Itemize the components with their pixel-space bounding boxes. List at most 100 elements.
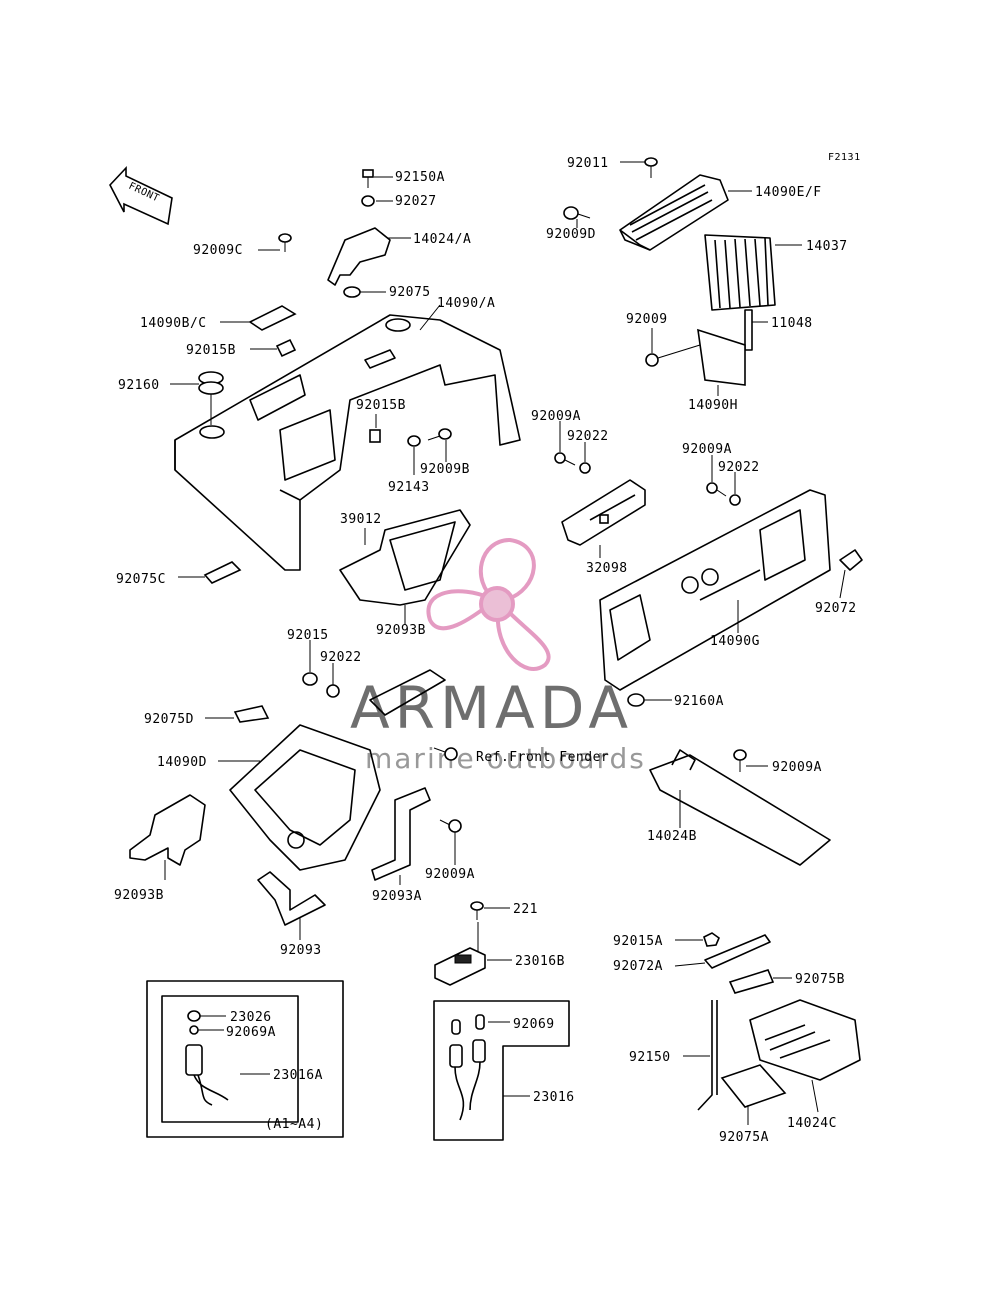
label-92160: 92160 bbox=[118, 378, 160, 393]
battery-case-14024C bbox=[749, 999, 861, 1081]
bracket-14024B bbox=[649, 749, 831, 866]
collar-92143-icon bbox=[407, 435, 421, 447]
label-14090A: 14090/A bbox=[437, 296, 495, 311]
nut-92015A-icon bbox=[703, 932, 720, 947]
label-11048: 11048 bbox=[771, 316, 813, 331]
bracket-upper-right bbox=[369, 669, 446, 716]
strap-92072A bbox=[704, 934, 771, 969]
label-221: 221 bbox=[513, 902, 538, 917]
label-92009A-d: 92009A bbox=[772, 760, 822, 775]
label-92143: 92143 bbox=[388, 480, 430, 495]
bracket-92093B bbox=[129, 794, 206, 866]
screw-92009A-d-icon bbox=[733, 749, 747, 772]
label-92072: 92072 bbox=[815, 601, 857, 616]
label-92022-a: 92022 bbox=[567, 429, 609, 444]
label-14090BC: 14090B/C bbox=[140, 316, 207, 331]
label-92009A-b: 92009A bbox=[682, 442, 732, 457]
bracket-92093A bbox=[371, 787, 431, 881]
switch-23016B bbox=[434, 947, 486, 986]
label-92009B: 92009B bbox=[420, 462, 470, 477]
label-92015A: 92015A bbox=[613, 934, 663, 949]
label-92022-c: 92022 bbox=[320, 650, 362, 665]
screw-92009A-b-icon bbox=[706, 482, 727, 497]
inset-inner-23016A bbox=[161, 995, 299, 1123]
label-92009A-a: 92009A bbox=[531, 409, 581, 424]
label-14024C: 14024C bbox=[787, 1116, 837, 1131]
grommet-92160A-icon bbox=[627, 693, 645, 707]
label-14090D: 14090D bbox=[157, 755, 207, 770]
screw-92009A-a-icon bbox=[554, 452, 576, 466]
label-92160A: 92160A bbox=[674, 694, 724, 709]
bolt-92150A-icon bbox=[362, 169, 374, 188]
label-92022-b: 92022 bbox=[718, 460, 760, 475]
label-92093: 92093 bbox=[280, 943, 322, 958]
bracket-14024A bbox=[327, 227, 391, 286]
label-92069: 92069 bbox=[513, 1017, 555, 1032]
label-92015B: 92015B bbox=[186, 343, 236, 358]
label-92075B: 92075B bbox=[795, 972, 845, 987]
label-23016B: 23016B bbox=[515, 954, 565, 969]
front-cover-14090A bbox=[174, 314, 521, 571]
label-ref-front-fender: Ref.Front Fender bbox=[476, 750, 609, 765]
label-92009D: 92009D bbox=[546, 227, 596, 242]
screw-221-icon bbox=[470, 901, 484, 920]
label-14024B: 14024B bbox=[647, 829, 697, 844]
clip-92015B-b-icon bbox=[369, 429, 381, 443]
label-92011: 92011 bbox=[567, 156, 609, 171]
plate-92075C bbox=[203, 561, 242, 584]
washer-92022-b-icon bbox=[729, 494, 741, 506]
screw-92009-icon bbox=[645, 344, 701, 367]
washer-92022-a-icon bbox=[579, 462, 591, 474]
screw-ref-icon bbox=[433, 747, 458, 761]
label-14037: 14037 bbox=[806, 239, 848, 254]
watermark-tagline: marine outboards bbox=[365, 742, 646, 775]
label-23016A: 23016A bbox=[273, 1068, 323, 1083]
cover-14090D bbox=[229, 724, 381, 871]
propeller-logo-icon bbox=[426, 537, 551, 671]
label-23026: 23026 bbox=[230, 1010, 272, 1025]
nut-92075-icon bbox=[343, 286, 361, 298]
label-92150: 92150 bbox=[629, 1050, 671, 1065]
watermark-brand: ARMADA bbox=[350, 674, 633, 742]
switch-23016 bbox=[449, 1014, 486, 1121]
nut-92015-icon bbox=[302, 672, 318, 686]
plate-92075B bbox=[728, 969, 775, 994]
label-92009: 92009 bbox=[626, 312, 668, 327]
plate-14090BC bbox=[248, 305, 297, 331]
cover-14090EF bbox=[619, 174, 729, 251]
label-a1-a4: (A1~A4) bbox=[265, 1117, 323, 1132]
front-direction-arrow: FRONT bbox=[109, 165, 173, 226]
screw-92009B-icon bbox=[427, 428, 452, 441]
clip-92015B-icon bbox=[275, 338, 297, 358]
strip-11048 bbox=[744, 309, 753, 351]
clamp-92072-icon bbox=[839, 549, 863, 571]
inset-box-23016 bbox=[433, 1000, 570, 1141]
label-92072A: 92072A bbox=[613, 959, 663, 974]
label-14024A: 14024/A bbox=[413, 232, 471, 247]
label-92009A-c: 92009A bbox=[425, 867, 475, 882]
label-14090G: 14090G bbox=[710, 634, 760, 649]
part-labels: 92150A 92027 14024/A 92009C 92075 14090/… bbox=[114, 156, 857, 1145]
screw-92009D-icon bbox=[563, 206, 591, 220]
screw-92009C-icon bbox=[278, 233, 292, 252]
label-92015B-b: 92015B bbox=[356, 398, 406, 413]
label-92075A: 92075A bbox=[719, 1130, 769, 1145]
label-92075: 92075 bbox=[389, 285, 431, 300]
panel-14090G bbox=[599, 489, 831, 691]
label-92093A: 92093A bbox=[372, 889, 422, 904]
label-23016: 23016 bbox=[533, 1090, 575, 1105]
grommet-92160-icon bbox=[198, 371, 224, 395]
label-14090H: 14090H bbox=[688, 398, 738, 413]
bracket-92093 bbox=[257, 871, 326, 926]
duct-39012 bbox=[339, 509, 471, 606]
washer-92027-icon bbox=[361, 195, 375, 207]
screw-92009A-c-icon bbox=[439, 819, 462, 833]
label-39012: 39012 bbox=[340, 512, 382, 527]
grille-14037 bbox=[704, 234, 776, 311]
label-92015: 92015 bbox=[287, 628, 329, 643]
switch-23016A bbox=[185, 1010, 229, 1106]
pad-92075A bbox=[720, 1064, 787, 1108]
label-92027: 92027 bbox=[395, 194, 437, 209]
panel-32098 bbox=[561, 479, 646, 546]
label-32098: 32098 bbox=[586, 561, 628, 576]
